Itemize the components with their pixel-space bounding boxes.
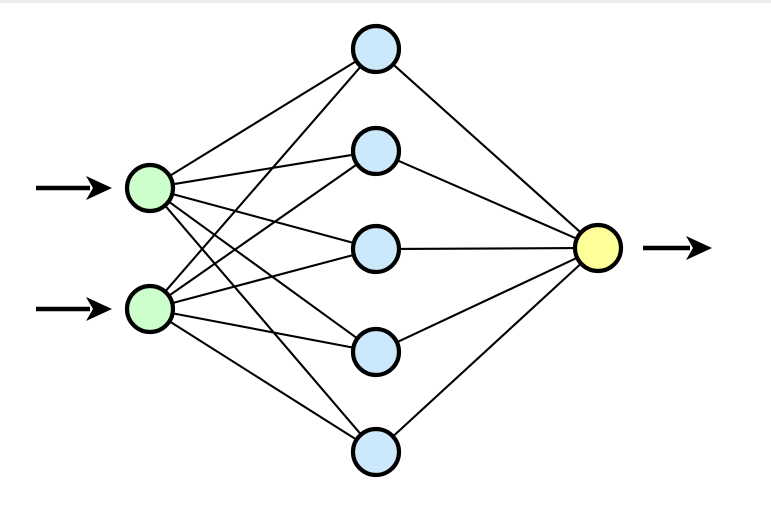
node-hidden-5[interactable] <box>350 426 402 478</box>
node-output-1[interactable] <box>572 222 624 274</box>
edge-h4-o1 <box>394 256 580 344</box>
node-hidden-4[interactable] <box>350 326 402 378</box>
edge-h3-o1 <box>396 247 578 250</box>
output-arrow-head <box>686 236 712 260</box>
output-arrow <box>643 236 712 260</box>
edge-i2-h5 <box>167 319 359 442</box>
edge-i1-h3 <box>170 192 356 245</box>
input-arrow-bottom <box>36 297 112 321</box>
arrows-group <box>36 176 712 321</box>
edge-i1-h1 <box>167 59 359 178</box>
input-arrow-top <box>36 176 112 200</box>
edge-i1-h5 <box>163 203 363 437</box>
node-input-2[interactable] <box>124 283 176 335</box>
edge-i1-h4 <box>166 199 360 341</box>
edge-i2-h4 <box>170 312 356 349</box>
edge-h5-o1 <box>391 261 583 439</box>
top-edge-strip <box>0 0 771 3</box>
edge-i2-h1 <box>163 64 363 294</box>
edges-group <box>163 59 583 442</box>
node-input-1[interactable] <box>124 162 176 214</box>
node-hidden-2[interactable] <box>350 125 402 177</box>
edge-i2-h2 <box>166 162 360 298</box>
edge-h2-o1 <box>395 158 579 241</box>
node-hidden-3[interactable] <box>350 223 402 275</box>
input-arrow-top-head <box>86 176 112 200</box>
input-arrow-bottom-head <box>86 297 112 321</box>
edge-h1-o1 <box>391 62 583 235</box>
node-hidden-1[interactable] <box>350 23 402 75</box>
nodes-group <box>124 23 624 478</box>
edge-i2-h3 <box>170 253 356 305</box>
edge-i1-h2 <box>170 153 356 186</box>
